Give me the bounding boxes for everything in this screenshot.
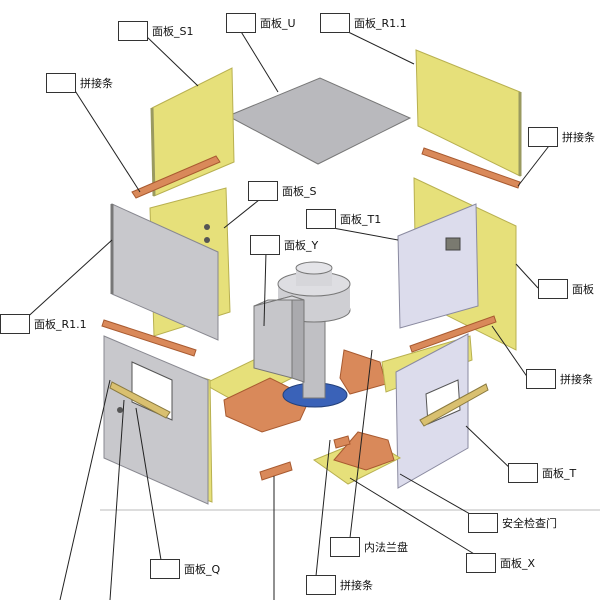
callout-splice-top-left: 拼接条 (46, 72, 113, 94)
callout-box (226, 13, 256, 33)
callout-box (250, 235, 280, 255)
callout-splice-right-top: 拼接条 (528, 126, 595, 148)
callout-box (468, 513, 498, 533)
callout-box (466, 553, 496, 573)
callout-box (0, 314, 30, 334)
callout-box (118, 21, 148, 41)
callout-panel-s: 面板_S (248, 180, 316, 202)
callout-panel-y: 面板_Y (250, 234, 318, 256)
panel-q (103, 335, 209, 505)
callout-label: 面板_U (260, 17, 296, 30)
callout-box (248, 181, 278, 201)
callout-panel-right-cut: 面板 (538, 278, 594, 300)
callout-label: 拼接条 (562, 131, 595, 144)
splice-strip-bottom (259, 461, 293, 481)
callout-label: 面板_S (282, 185, 317, 198)
callout-label: 拼接条 (340, 579, 373, 592)
callout-label: 拼接条 (560, 373, 593, 386)
callout-label: 面板 (572, 283, 594, 296)
leader-lines (21, 27, 553, 600)
callout-label: 安全检查门 (502, 517, 557, 530)
callout-box (528, 127, 558, 147)
callout-box (306, 575, 336, 595)
callout-label: 面板_T1 (340, 213, 382, 226)
callout-label: 面板_Q (184, 563, 221, 576)
splice-strip-right-mid (409, 315, 497, 353)
callout-panel-t: 面板_T (508, 462, 576, 484)
callout-label: 面板_T (542, 467, 577, 480)
callout-panel-x: 面板_X (466, 552, 535, 574)
panel-x-orange (333, 431, 395, 471)
callout-panel-q: 面板_Q (150, 558, 220, 580)
callout-box (150, 559, 180, 579)
callout-panel-t1: 面板_T1 (306, 208, 381, 230)
callout-label: 内法兰盘 (364, 541, 408, 554)
panel-s1 (151, 67, 235, 197)
callout-panel-r11-left: 面板_R1.1 (0, 313, 87, 335)
control-box (253, 295, 293, 379)
callout-label: 面板_X (500, 557, 536, 570)
splice-strip-right-top (421, 147, 521, 189)
panel-t1 (397, 203, 479, 329)
callout-box (320, 13, 350, 33)
callout-label: 面板_Y (284, 239, 319, 252)
callout-splice-right-mid: 拼接条 (526, 368, 593, 390)
callout-box (508, 463, 538, 483)
panel-u (226, 77, 412, 165)
callout-panel-u: 面板_U (226, 12, 296, 34)
callout-label: 拼接条 (80, 77, 113, 90)
splice-strip-left-mid (101, 319, 197, 357)
panel-y-orange-right (339, 349, 387, 395)
callout-label: 面板_R1.1 (354, 17, 407, 30)
callout-safety-door: 安全检查门 (468, 512, 557, 534)
callout-splice-bottom: 拼接条 (306, 574, 373, 596)
callout-box (306, 209, 336, 229)
callout-inner-flange: 内法兰盘 (330, 536, 408, 558)
splice-strip-top-left (131, 155, 221, 199)
callout-panel-r11-top: 面板_R1.1 (320, 12, 407, 34)
callout-label: 面板_S1 (152, 25, 194, 38)
callout-label: 面板_R1.1 (34, 318, 87, 331)
callout-box (526, 369, 556, 389)
callout-box (330, 537, 360, 557)
callout-panel-s1: 面板_S1 (118, 20, 193, 42)
callout-box (538, 279, 568, 299)
callout-box (46, 73, 76, 93)
